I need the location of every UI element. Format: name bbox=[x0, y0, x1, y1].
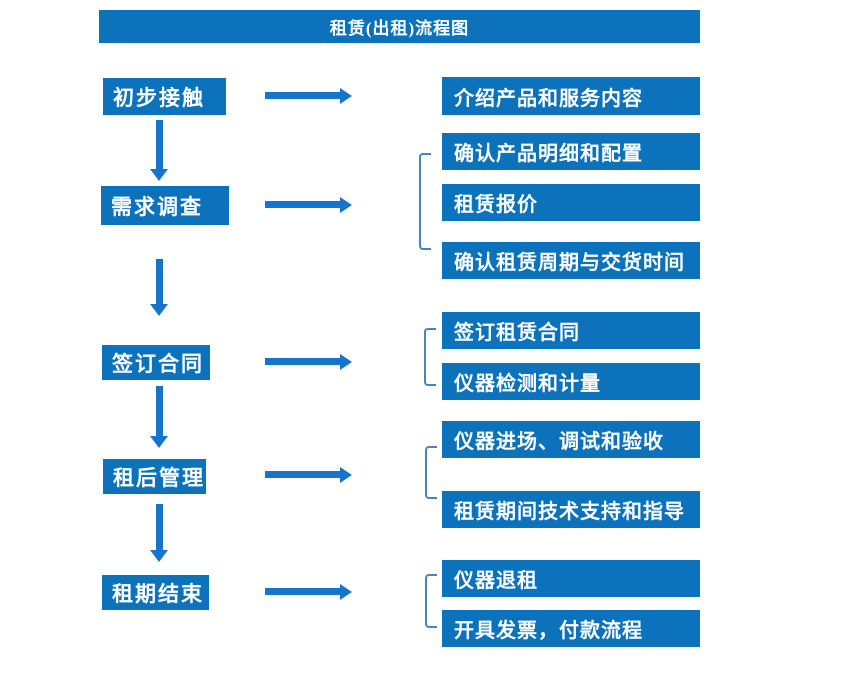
output-label: 确认产品明细和配置 bbox=[454, 143, 643, 165]
right-arrowhead-icon bbox=[340, 88, 352, 104]
right-arrow-connector-5 bbox=[265, 584, 352, 600]
step-box-demand-survey: 需求调查 bbox=[101, 186, 229, 225]
arrow-shaft bbox=[265, 588, 341, 595]
output-label: 开具发票，付款流程 bbox=[454, 620, 643, 642]
output-box-sign-rental-contract: 签订租赁合同 bbox=[442, 312, 700, 349]
down-arrowhead-icon bbox=[150, 436, 168, 448]
right-arrowhead-icon bbox=[340, 354, 352, 370]
flowchart-title: 租赁(出租)流程图 bbox=[329, 19, 470, 38]
output-box-technical-support: 租赁期间技术支持和指导 bbox=[442, 491, 700, 528]
right-arrow-connector-2 bbox=[265, 197, 352, 213]
output-label: 仪器退租 bbox=[454, 570, 538, 592]
output-box-instrument-return: 仪器退租 bbox=[442, 560, 700, 597]
arrow-shaft bbox=[265, 358, 341, 365]
step-label: 租后管理 bbox=[113, 465, 205, 490]
down-arrow-connector-4 bbox=[150, 504, 169, 562]
output-box-invoice-payment: 开具发票，付款流程 bbox=[442, 610, 700, 647]
step-box-initial-contact: 初步接触 bbox=[103, 78, 226, 115]
output-box-instrument-testing: 仪器检测和计量 bbox=[442, 363, 700, 400]
step-box-sign-contract: 签订合同 bbox=[102, 345, 210, 380]
arrow-shaft bbox=[156, 386, 163, 437]
step-label: 签订合同 bbox=[112, 351, 204, 376]
down-arrowhead-icon bbox=[150, 169, 168, 181]
down-arrowhead-icon bbox=[150, 550, 168, 562]
arrow-shaft bbox=[265, 92, 341, 99]
output-box-instrument-setup: 仪器进场、调试和验收 bbox=[442, 421, 700, 458]
right-arrowhead-icon bbox=[340, 584, 352, 600]
output-box-confirm-rental-period: 确认租赁周期与交货时间 bbox=[442, 242, 700, 279]
output-label: 确认租赁周期与交货时间 bbox=[454, 252, 685, 274]
group-bracket-demand-survey bbox=[419, 153, 431, 250]
right-arrowhead-icon bbox=[340, 197, 352, 213]
step-box-rental-end: 租期结束 bbox=[102, 575, 209, 610]
step-label: 初步接触 bbox=[113, 85, 205, 110]
right-arrowhead-icon bbox=[340, 467, 352, 483]
right-arrow-connector-1 bbox=[265, 88, 352, 104]
output-label: 介绍产品和服务内容 bbox=[454, 87, 643, 110]
arrow-shaft bbox=[156, 259, 163, 305]
arrow-shaft bbox=[265, 201, 341, 208]
output-label: 仪器检测和计量 bbox=[454, 373, 601, 395]
output-label: 签订租赁合同 bbox=[454, 322, 580, 344]
arrow-shaft bbox=[156, 504, 163, 551]
output-label: 仪器进场、调试和验收 bbox=[454, 431, 664, 453]
output-label: 租赁报价 bbox=[454, 194, 538, 216]
right-arrow-connector-3 bbox=[265, 354, 352, 370]
output-box-rental-quote: 租赁报价 bbox=[442, 184, 700, 221]
group-bracket-rental-end bbox=[425, 574, 437, 628]
down-arrow-connector-3 bbox=[150, 386, 169, 448]
down-arrow-connector-2 bbox=[150, 259, 169, 316]
down-arrowhead-icon bbox=[150, 304, 168, 316]
step-label: 需求调查 bbox=[111, 194, 203, 219]
arrow-shaft bbox=[265, 471, 341, 478]
step-box-post-rental-management: 租后管理 bbox=[103, 459, 206, 494]
arrow-shaft bbox=[156, 120, 163, 170]
flowchart-title-bar: 租赁(出租)流程图 bbox=[99, 10, 700, 43]
group-bracket-post-rental-management bbox=[425, 446, 437, 499]
step-label: 租期结束 bbox=[112, 581, 204, 606]
group-bracket-sign-contract bbox=[424, 328, 436, 386]
right-arrow-connector-4 bbox=[265, 467, 352, 483]
output-box-introduce-products: 介绍产品和服务内容 bbox=[442, 77, 700, 115]
output-label: 租赁期间技术支持和指导 bbox=[454, 501, 685, 523]
output-box-confirm-product-details: 确认产品明细和配置 bbox=[442, 133, 700, 170]
down-arrow-connector-1 bbox=[150, 120, 169, 181]
